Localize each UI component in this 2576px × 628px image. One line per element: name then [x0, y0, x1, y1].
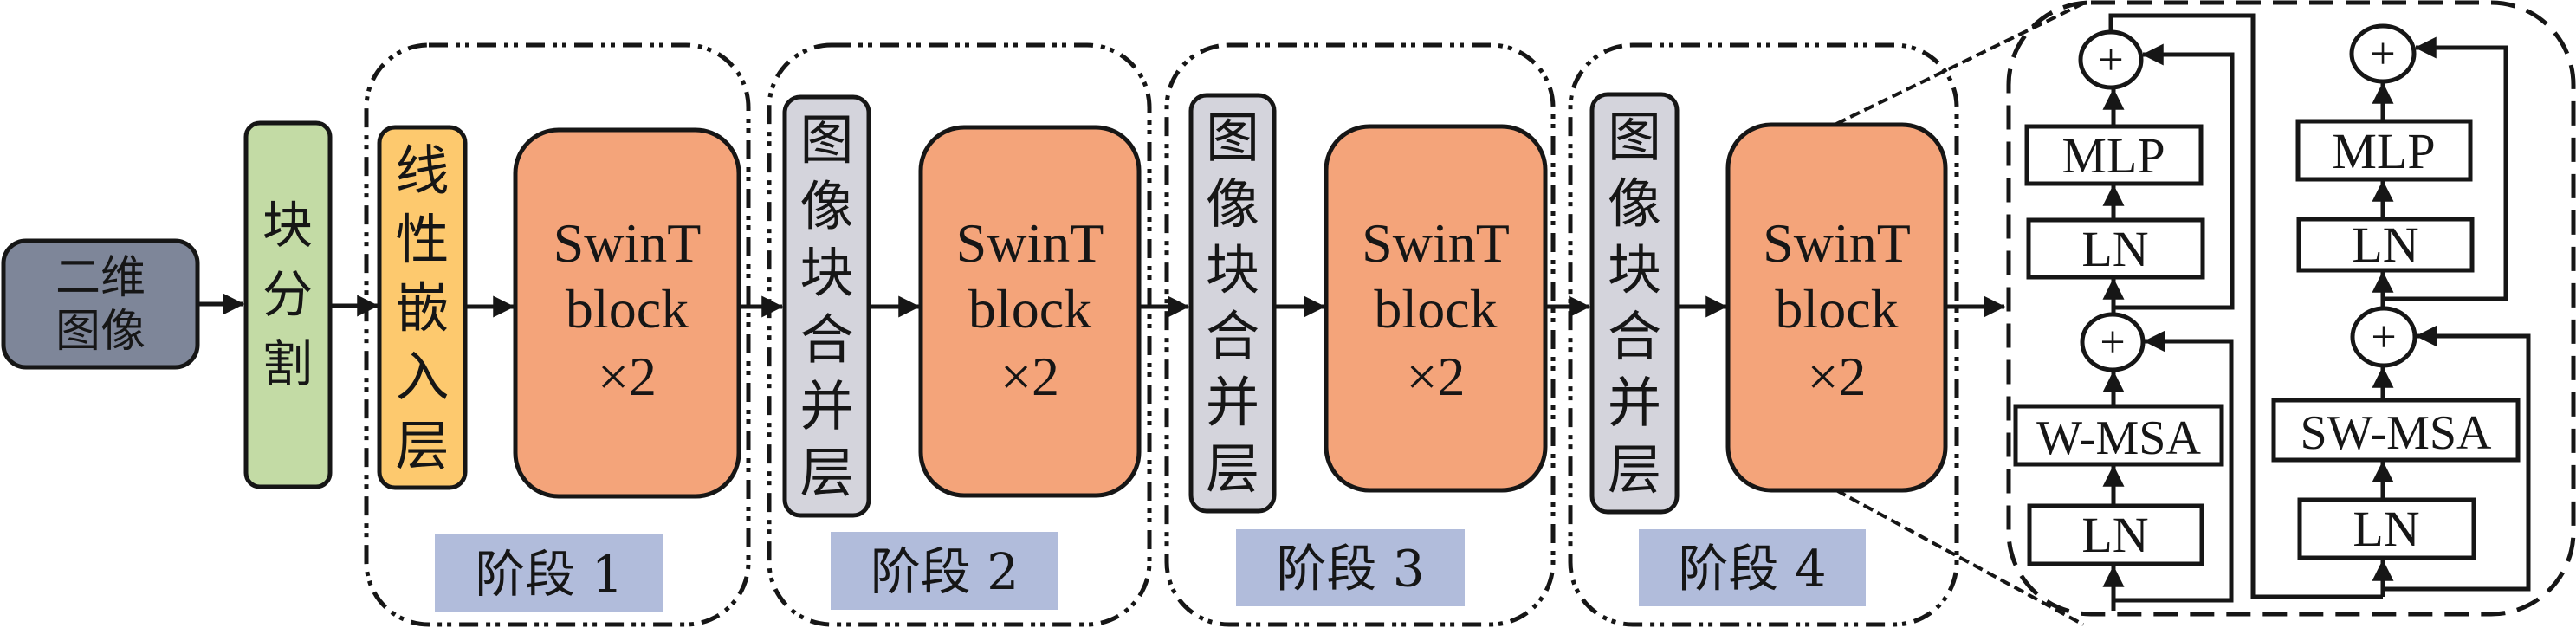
left-add-top-symbol: + [2098, 36, 2123, 85]
patch-merging-stage-2-char: 层 [799, 441, 853, 504]
swin-block-label-line1: SwinT [956, 212, 1104, 274]
patch-merging-stage-3-char: 并 [1206, 371, 1259, 434]
left-to-right-connection [2108, 13, 2383, 599]
linear-embedding-stage-1-char: 性 [395, 208, 449, 271]
detail-panel-border [2006, 0, 2576, 617]
left-ln-mid-box [2026, 217, 2205, 280]
stage-1-label-box [435, 534, 663, 612]
right-swmsa-label: SW-MSA [2301, 406, 2492, 460]
left-residual-1 [2113, 330, 2234, 603]
stage-2-label-box [831, 532, 1058, 610]
left-residual-2 [2113, 43, 2235, 310]
patch-partition-char: 割 [262, 334, 313, 393]
swin-block-stage-1 [513, 127, 741, 499]
patch-merging-stage-4-char: 合 [1608, 305, 1661, 368]
linear-embedding-stage-1-char: 层 [395, 414, 449, 477]
right-ln-bottom-box [2297, 497, 2476, 560]
stage-3-label: 阶段 3 [1276, 540, 1424, 599]
swin-block-label-line2: block [566, 278, 689, 340]
left-wmsa-box [2013, 404, 2224, 467]
patch-merging-stage-2-char: 块 [799, 242, 853, 305]
input-image-label-line2: 图像 [55, 306, 146, 358]
stage-1-label: 阶段 1 [475, 545, 623, 604]
patch-merging-stage-3-char: 合 [1206, 305, 1259, 368]
patch-partition-node: 块分割 [243, 120, 333, 489]
input-image-label-line1: 二维 [55, 252, 146, 304]
patch-partition-char: 块 [262, 196, 313, 255]
linear-embedding-stage-1-char: 线 [395, 139, 449, 202]
right-swmsa-box [2271, 398, 2521, 463]
patch-merging-box-stage-3 [1188, 93, 1277, 514]
zoom-connector-top [1835, 2, 2084, 126]
right-add-top-icon [2349, 23, 2417, 84]
stage-1-border [364, 42, 751, 627]
swin-block-stage-2 [918, 125, 1142, 498]
swin-block-label-line1: SwinT [1362, 212, 1510, 274]
patch-merging-stage-3-char: 层 [1206, 437, 1259, 500]
left-ln-bottom-label: LN [2081, 507, 2148, 563]
left-ln-mid-label: LN [2081, 221, 2148, 277]
left-add-bottom-symbol: + [2100, 318, 2125, 367]
patch-merging-stage-4-char: 像 [1608, 172, 1661, 235]
stage-4-label-box [1639, 529, 1866, 606]
patch-partition-label: 块分割 [262, 196, 313, 393]
stage-3-label-box [1236, 529, 1465, 606]
swin-block-label-line3: ×2 [1807, 346, 1866, 407]
linear-embedding-stage-1-char: 入 [395, 346, 449, 409]
swin-block-label-line2: block [1374, 278, 1497, 340]
right-ln-bottom-label: LN [2353, 501, 2419, 557]
patch-merging-stage-3-char: 像 [1206, 172, 1259, 236]
swin-block-detail-panel: LN W-MSA + LN MLP + [2006, 0, 2576, 617]
swin-block-label-line1: SwinT [553, 212, 702, 274]
right-mlp-label: MLP [2332, 123, 2435, 179]
stage-4-label: 阶段 4 [1678, 540, 1826, 599]
input-image-node: 二维 图像 [1, 238, 200, 370]
patch-merging-stage-2-char: 像 [799, 175, 853, 238]
patch-merging-stage-2-char: 图 [799, 108, 853, 172]
swin-block-label-line2: block [968, 278, 1091, 340]
right-ln-mid-box [2296, 217, 2475, 273]
right-residual-1 [2383, 325, 2531, 592]
right-ln-mid-label: LN [2352, 217, 2418, 273]
detail-left-column: LN W-MSA + LN MLP + [2013, 13, 2383, 611]
patch-merging-stage-2-char: 并 [799, 374, 853, 437]
stage-4-border [1568, 42, 1959, 627]
patch-merging-stage-3-char: 图 [1206, 106, 1259, 169]
patch-merging-stage-3-char: 块 [1206, 238, 1259, 301]
swin-block-label-line3: ×2 [1000, 346, 1059, 407]
linear-embedding-stage-1-char: 嵌 [395, 276, 449, 340]
detail-right-column: LN SW-MSA + LN MLP + [2271, 23, 2531, 597]
zoom-connector-bottom [1835, 489, 2084, 626]
right-add-top-symbol: + [2370, 29, 2395, 79]
left-wmsa-label: W-MSA [2036, 411, 2201, 465]
swin-block-label-line2: block [1775, 278, 1898, 340]
patch-merging-stage-4-char: 层 [1608, 437, 1661, 501]
swin-block-label-line3: ×2 [598, 346, 657, 407]
patch-merging-stage-4-char: 并 [1608, 372, 1661, 435]
swin-block-label-line3: ×2 [1406, 346, 1465, 407]
right-residual-2 [2383, 36, 2508, 301]
stage-2-label: 阶段 2 [871, 542, 1019, 601]
left-mlp-label: MLP [2061, 127, 2165, 184]
patch-partition-char: 分 [262, 265, 313, 324]
stage-2-border [767, 42, 1152, 627]
right-add-bottom-symbol: + [2371, 313, 2396, 362]
patch-merging-stage-4-char: 图 [1608, 106, 1661, 169]
patch-merging-stage-2-char: 合 [799, 308, 853, 371]
stage-3-border [1164, 42, 1556, 627]
patch-merging-stage-4-char: 块 [1608, 238, 1661, 301]
swin-block-label-line1: SwinT [1763, 212, 1911, 274]
patch-merging-box-stage-4 [1589, 92, 1680, 515]
